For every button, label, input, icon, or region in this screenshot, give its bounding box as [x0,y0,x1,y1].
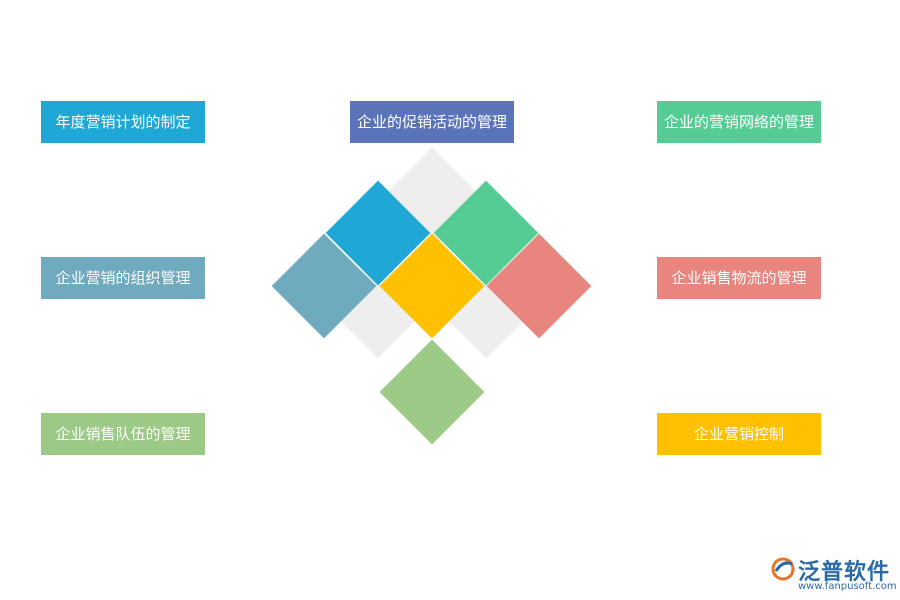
logo-mark-icon [771,557,795,581]
logo-name: 泛普软件 [798,560,891,585]
fanpu-logo: 泛普软件 www.fanpusoft.com [770,554,897,596]
label-annual-plan-text: 年度营销计划的制定 [55,113,191,131]
label-network: 企业的营销网络的管理 [657,101,821,143]
logo-url: www.fanpusoft.com [798,581,897,592]
label-team-text: 企业销售队伍的管理 [55,425,191,443]
label-promotion-text: 企业的促销活动的管理 [356,113,507,131]
label-logistics: 企业销售物流的管理 [657,257,821,299]
label-organization-text: 企业营销的组织管理 [55,269,191,287]
label-team: 企业销售队伍的管理 [41,413,205,455]
label-control-text: 企业营销控制 [693,425,784,443]
label-annual-plan: 年度营销计划的制定 [41,101,205,143]
diamond-team [379,339,485,445]
label-organization: 企业营销的组织管理 [41,257,205,299]
label-network-text: 企业的营销网络的管理 [663,113,814,131]
label-logistics-text: 企业销售物流的管理 [671,269,807,287]
label-promotion: 企业的促销活动的管理 [350,101,514,143]
label-control: 企业营销控制 [657,413,821,455]
